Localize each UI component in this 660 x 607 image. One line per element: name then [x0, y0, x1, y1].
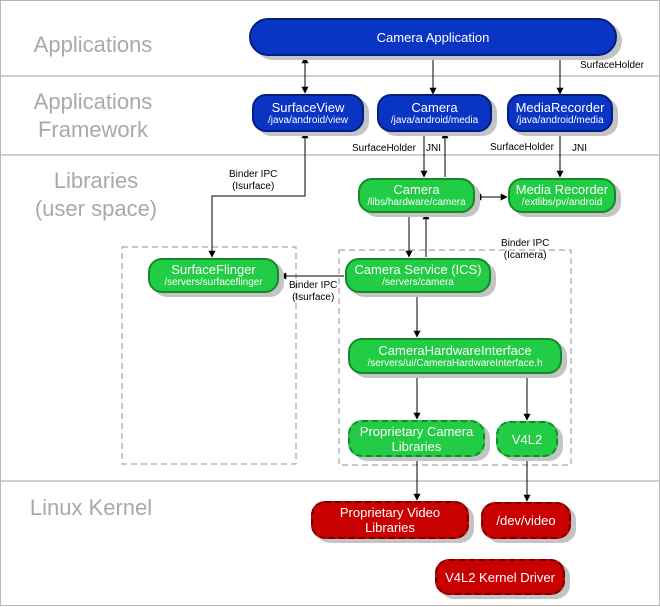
label-binder-surfaceflinger: Binder IPC (Isurface): [289, 280, 337, 304]
camera-application-node[interactable]: Camera Application: [249, 18, 617, 56]
camera-lib-title: Camera: [393, 182, 440, 197]
label-surfaceholder-mediarecorder: SurfaceHolder: [490, 142, 554, 153]
camera-hal-node[interactable]: CameraHardwareInterface /servers/ui/Came…: [348, 338, 562, 374]
label-jni-mediarecorder: JNI: [572, 143, 587, 154]
layer-title-framework: Applications Framework: [23, 88, 163, 144]
v4l2-node[interactable]: V4L2: [496, 421, 558, 457]
surfaceview-title: SurfaceView: [271, 99, 345, 115]
layer-title-libraries: Libraries (user space): [29, 167, 163, 223]
camera-lib-node[interactable]: Camera /libs/hardware/camera: [358, 178, 475, 213]
camera-java-path: /java/android/media: [390, 114, 479, 126]
media-recorder-lib-path: /extlibs/pv/android: [521, 197, 603, 208]
camera-application-title: Camera Application: [376, 29, 490, 45]
label-surfaceholder-app: SurfaceHolder: [580, 60, 644, 71]
layer-title-libraries-line1: Libraries: [53, 168, 139, 193]
camera-service-path: /servers/camera: [382, 277, 454, 288]
camera-service-group-box: [338, 249, 572, 466]
layer-title-framework-line1: Applications: [33, 89, 153, 114]
v4l2-title: V4L2: [511, 431, 543, 447]
media-recorder-lib-title: Media Recorder: [515, 182, 609, 197]
v4l2-kernel-driver-node[interactable]: V4L2 Kernel Driver: [435, 559, 565, 595]
camera-service-node[interactable]: Camera Service (ICS) /servers/camera: [345, 258, 491, 293]
camera-hal-path: /servers/ui/CameraHardwareInterface.h: [367, 357, 543, 369]
proprietary-video-line2: Libraries: [365, 520, 415, 535]
label-binder-camera-line1: Binder IPC: [501, 238, 550, 249]
media-recorder-lib-node[interactable]: Media Recorder /extlibs/pv/android: [508, 178, 616, 213]
layer-title-kernel: Linux Kernel: [29, 495, 153, 520]
camera-java-title: Camera: [411, 99, 458, 115]
label-binder-camera: Binder IPC (Icamera): [501, 238, 549, 262]
label-surfaceholder-camera: SurfaceHolder: [352, 143, 416, 154]
label-jni-camera: JNI: [426, 143, 441, 154]
surfaceflinger-path: /servers/surfaceflinger: [164, 277, 263, 288]
camera-java-node[interactable]: Camera /java/android/media: [377, 94, 492, 132]
edge-surfaceview-surfaceflinger: [208, 131, 309, 258]
surfaceview-node[interactable]: SurfaceView /java/android/view: [252, 94, 364, 132]
proprietary-camera-line1: Proprietary Camera: [359, 423, 474, 439]
dev-video-title: /dev/video: [496, 513, 556, 528]
surfaceflinger-group-box: [121, 246, 297, 465]
surfaceflinger-title: SurfaceFlinger: [171, 262, 256, 277]
proprietary-video-line1: Proprietary Video: [339, 505, 441, 520]
mediarecorder-java-path: /java/android/media: [516, 114, 604, 126]
camera-lib-path: /libs/hardware/camera: [367, 197, 466, 208]
layer-title-libraries-line2: (user space): [34, 196, 158, 221]
label-binder-surfaceview-line1: Binder IPC: [229, 169, 278, 180]
camera-service-title: Camera Service (ICS): [354, 262, 482, 277]
surfaceview-path: /java/android/view: [267, 114, 349, 126]
layer-title-applications: Applications: [33, 32, 153, 57]
camera-hal-title: CameraHardwareInterface: [378, 342, 532, 358]
label-binder-surfaceflinger-line1: Binder IPC: [289, 280, 338, 291]
label-binder-surfaceview: Binder IPC (Isurface): [229, 169, 277, 193]
proprietary-camera-libraries-node[interactable]: Proprietary Camera Libraries: [348, 420, 485, 457]
label-binder-surfaceflinger-line2: (Isurface): [292, 292, 335, 303]
surfaceflinger-node[interactable]: SurfaceFlinger /servers/surfaceflinger: [148, 258, 279, 293]
layer-title-framework-line2: Framework: [37, 117, 148, 142]
v4l2-kernel-driver-title: V4L2 Kernel Driver: [445, 569, 555, 585]
label-binder-camera-line2: (Icamera): [503, 250, 547, 261]
dev-video-node[interactable]: /dev/video: [481, 502, 571, 539]
label-binder-surfaceview-line2: (Isurface): [232, 181, 275, 192]
mediarecorder-java-node[interactable]: MediaRecorder /java/android/media: [507, 94, 613, 132]
proprietary-camera-line2: Libraries: [391, 438, 442, 454]
proprietary-video-libraries-node[interactable]: Proprietary Video Libraries: [311, 501, 469, 539]
mediarecorder-java-title: MediaRecorder: [515, 99, 605, 115]
